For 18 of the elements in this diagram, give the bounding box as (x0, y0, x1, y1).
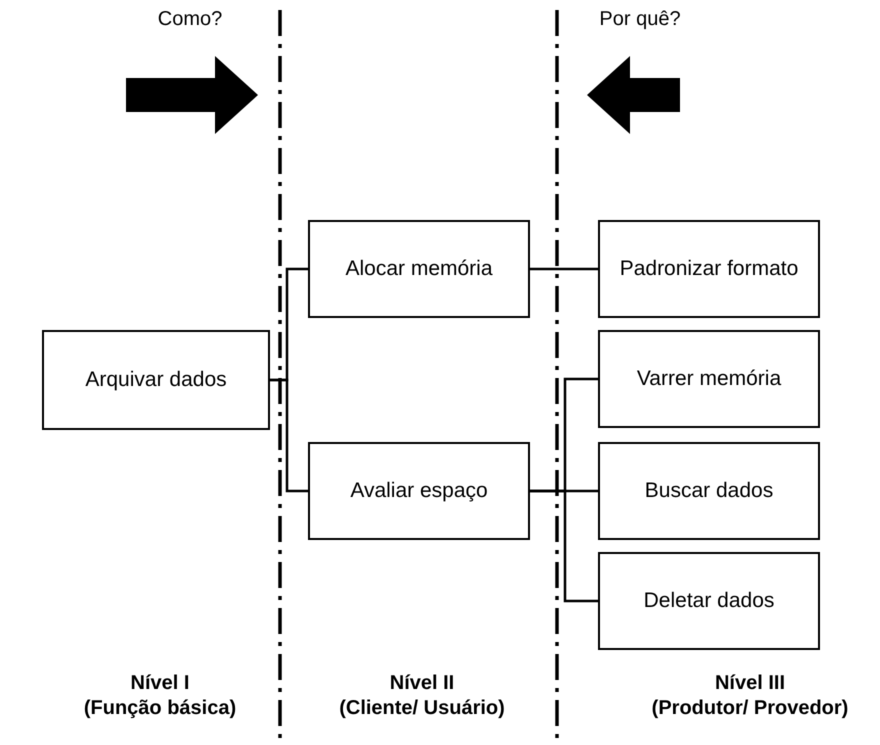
function-box: Varrer memória (598, 330, 820, 428)
level-label: Nível III (714, 672, 786, 695)
question-label: Por quê? (599, 8, 681, 31)
question-label: Como? (158, 8, 222, 31)
connector-line (530, 490, 598, 602)
function-box: Padronizar formato (598, 220, 820, 318)
level-label: (Produtor/ Provedor) (652, 697, 848, 720)
function-box: Deletar dados (598, 552, 820, 650)
function-box: Avaliar espaço (308, 442, 530, 540)
level-label: (Cliente/ Usuário) (339, 697, 505, 720)
function-box: Arquivar dados (42, 330, 270, 430)
level-label: (Função básica) (84, 697, 236, 720)
level-label: Nível I (130, 672, 190, 695)
connector-line (270, 378, 308, 492)
level-label: Nível II (390, 672, 454, 695)
function-box: Alocar memória (308, 220, 530, 318)
connector-line (530, 268, 598, 270)
function-box: Buscar dados (598, 442, 820, 540)
